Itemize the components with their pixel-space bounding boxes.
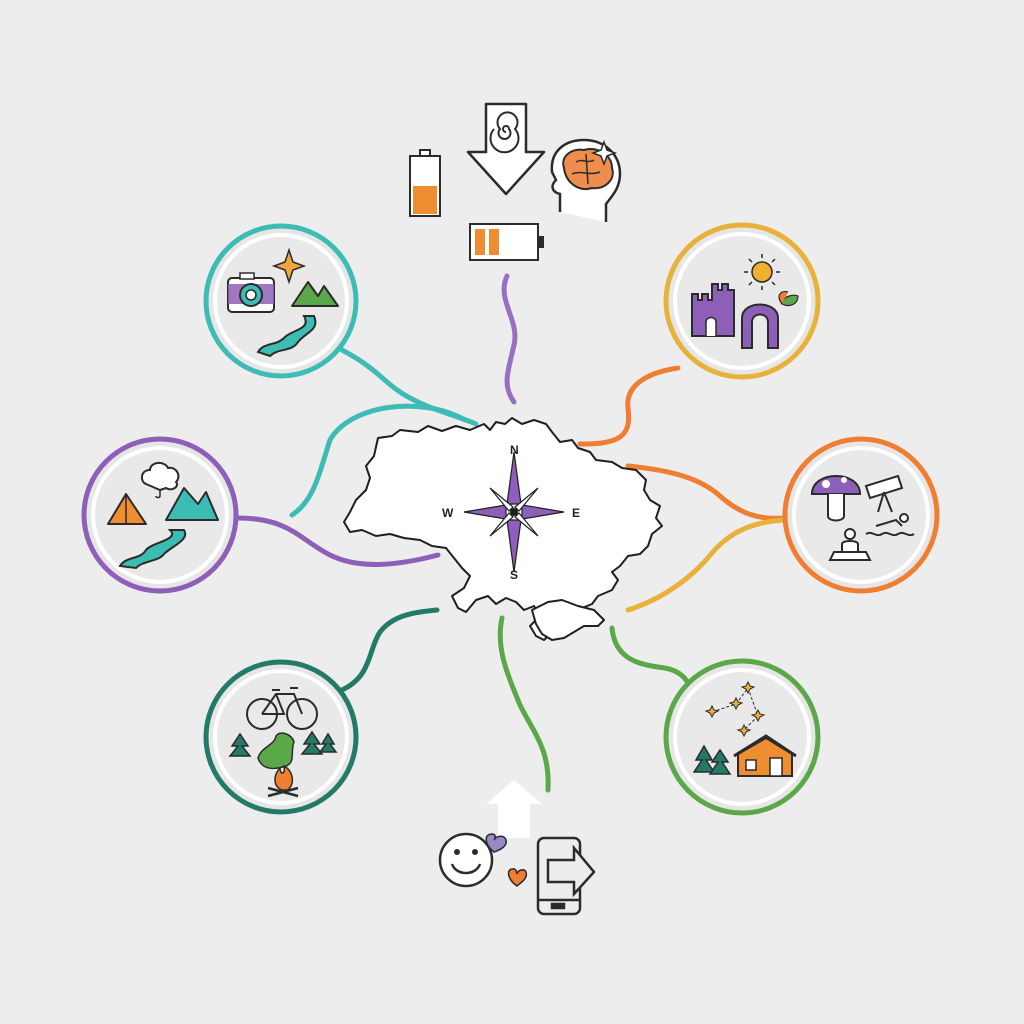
arch-icon	[741, 303, 779, 349]
meditation-icon	[828, 528, 872, 561]
node-top	[409, 102, 622, 261]
smiley-icon	[438, 832, 494, 888]
mountains-icon	[291, 281, 339, 307]
pine-trees-icon	[228, 730, 338, 757]
node-mid-left[interactable]	[81, 436, 239, 594]
compass-ray-e	[521, 504, 565, 520]
peninsula-outline	[531, 599, 605, 641]
up-arrow-icon	[486, 780, 542, 838]
node-bottom-right[interactable]	[663, 658, 821, 816]
country-outline	[343, 417, 663, 641]
compass-ray-n	[506, 451, 522, 505]
connector-bottom-left	[339, 607, 440, 693]
camera-icon	[227, 272, 275, 313]
connector-top-left-b	[289, 403, 468, 518]
river-icon	[256, 315, 317, 358]
compass-ray-w	[463, 504, 507, 520]
hearts-icon	[485, 833, 528, 887]
compass-west-label: W	[442, 506, 454, 520]
compass-ray-se	[514, 512, 539, 537]
compass-rose: N S E W	[442, 443, 580, 582]
compass-ray-s	[506, 519, 522, 573]
cabin-icon	[733, 734, 797, 777]
connectors	[235, 273, 787, 793]
central-map: N S E W	[343, 417, 663, 641]
compass-hub	[510, 508, 518, 516]
campfire-icon	[267, 764, 299, 798]
connector-top	[501, 273, 518, 405]
node-mid-right[interactable]	[782, 436, 940, 594]
leaf-icon	[778, 291, 799, 307]
mountains-icon	[165, 487, 219, 521]
compass-south-label: S	[510, 568, 518, 582]
node-bottom-left[interactable]	[203, 659, 359, 815]
connector-mid-left	[235, 515, 441, 567]
compass-ray-sw	[489, 512, 514, 537]
castle-icon	[691, 283, 735, 337]
battery-low-icon	[409, 149, 441, 217]
connector-bottom-right	[609, 625, 693, 693]
battery-half-icon	[469, 223, 544, 261]
connector-mid-right-a	[625, 463, 787, 521]
compass-north-label: N	[510, 443, 519, 457]
compass-ray-ne	[514, 487, 539, 512]
map-patch-icon	[257, 732, 295, 770]
river-icon	[118, 529, 187, 570]
node-bottom	[438, 780, 596, 916]
down-arrow-spiral-icon	[466, 102, 546, 196]
sparkle-icon	[271, 247, 307, 285]
connector-top-right	[577, 365, 681, 447]
connector-bottom	[497, 615, 551, 793]
connector-mid-right-b	[625, 517, 787, 613]
swimmer-icon	[865, 513, 915, 537]
sun-icon	[744, 254, 780, 290]
tent-icon	[107, 493, 147, 525]
constellation-icon	[704, 680, 766, 738]
node-top-left[interactable]	[203, 223, 359, 379]
pine-trees-icon	[692, 744, 732, 775]
mushroom-icon	[810, 475, 862, 522]
compass-east-label: E	[572, 506, 580, 520]
brain-head-icon	[550, 138, 622, 222]
node-top-right[interactable]	[663, 222, 821, 380]
telescope-icon	[864, 474, 904, 513]
compass-ray-nw	[489, 487, 514, 512]
cloud-icon	[140, 462, 180, 499]
bicycle-icon	[246, 687, 318, 730]
phone-exit-icon	[536, 836, 596, 916]
